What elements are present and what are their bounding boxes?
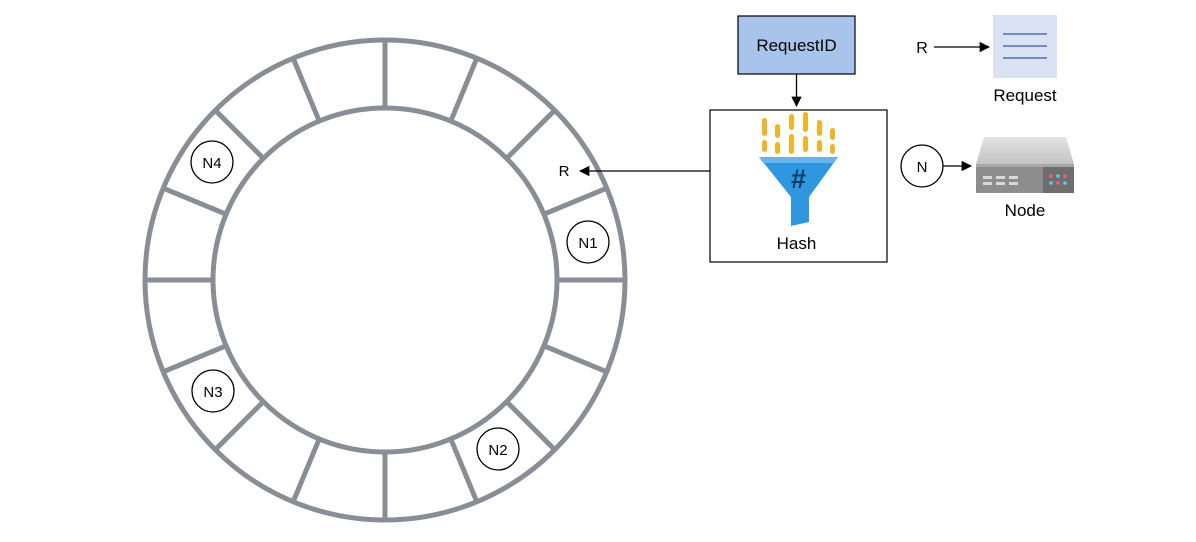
ring-node-n4: N4 [190, 140, 234, 184]
ring-segment-divider [542, 343, 608, 375]
legend-request-label: Request [993, 86, 1057, 105]
ring-segment-dividers [145, 40, 625, 520]
hash-box: # Hash [709, 109, 888, 263]
request-id-label: RequestID [756, 36, 836, 55]
ring-segment-divider [448, 57, 480, 123]
ring-segment-divider [213, 399, 266, 452]
ring-segment-divider [504, 399, 557, 452]
ring-node-n2-label: N2 [488, 442, 507, 459]
ring-node-n4-label: N4 [202, 155, 221, 172]
request-id-box: RequestID [737, 15, 856, 75]
ring-segment-divider [448, 437, 480, 503]
legend-node-label: Node [1005, 201, 1046, 220]
legend-node-marker: N [917, 159, 928, 176]
legend-request: R Request [916, 15, 1057, 105]
ring-segment-divider [290, 57, 322, 123]
ring-inner-edge [210, 105, 560, 455]
ring-node-n2: N2 [476, 427, 520, 471]
hash-label: Hash [777, 234, 817, 253]
request-document-icon [993, 15, 1057, 78]
hash-ring [142, 37, 628, 523]
ring-node-n1: N1 [566, 220, 610, 264]
svg-text:#: # [791, 164, 806, 194]
ring-node-n3: N3 [191, 369, 235, 413]
ring-node-n3-label: N3 [203, 384, 222, 401]
hash-funnel-icon: # [759, 112, 838, 226]
legend-node: N Node [900, 137, 1074, 220]
ring-segment-divider [213, 108, 266, 161]
ring-request-marker: R [559, 163, 570, 180]
ring-segment-divider [504, 108, 557, 161]
ring-segment-divider [162, 185, 228, 217]
server-node-icon [976, 137, 1074, 193]
ring-segment-divider [162, 343, 228, 375]
legend-request-marker: R [916, 40, 928, 57]
ring-segment-divider [290, 437, 322, 503]
ring-segment-divider [542, 185, 608, 217]
ring-node-n1-label: N1 [578, 235, 597, 252]
